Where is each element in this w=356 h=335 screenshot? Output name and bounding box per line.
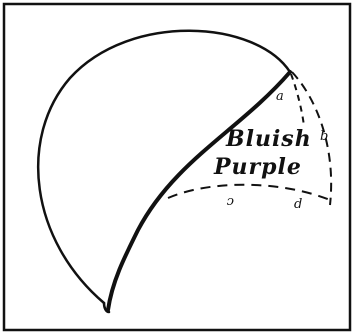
label-d: d — [294, 197, 302, 212]
label-purple: Purple — [213, 154, 302, 180]
dashed-arc-cd — [168, 185, 330, 200]
label-c: c — [226, 194, 234, 209]
cut-edge-line — [108, 72, 290, 310]
label-b: b — [320, 129, 328, 144]
label-bluish: Bluish — [225, 126, 312, 152]
dashed-line-a — [291, 74, 304, 126]
label-a: a — [276, 89, 284, 104]
